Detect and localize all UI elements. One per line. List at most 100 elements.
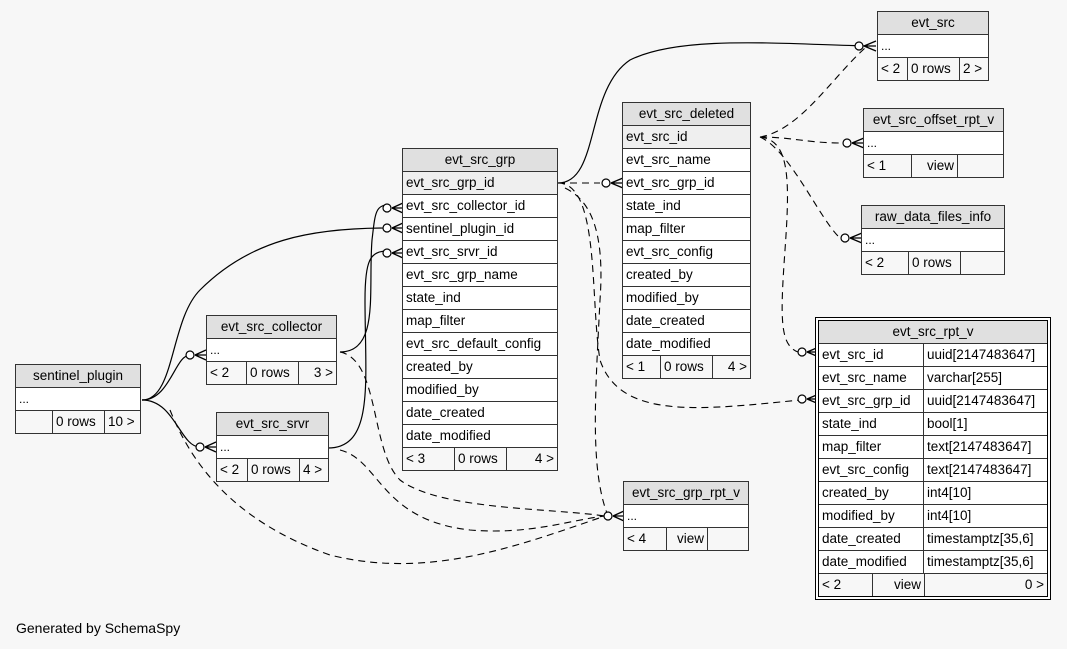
column-row: evt_src_config <box>623 241 750 264</box>
edge-plugin-to-grp-rpt-v <box>169 409 606 565</box>
column-name: evt_src_name <box>822 370 907 385</box>
crowfoot-many-icon <box>204 441 217 453</box>
column-name: created_by <box>406 359 473 374</box>
column-type: uuid[2147483647] <box>923 390 1047 412</box>
parent-count: < 2 <box>819 574 873 596</box>
crowfoot-many-icon <box>863 40 877 52</box>
table-evt-src-grp-rpt-v[interactable]: evt_src_grp_rpt_v ... < 4 view <box>623 481 749 551</box>
edge-plugin-to-grp <box>141 227 389 401</box>
column-row: evt_src_id <box>623 126 750 149</box>
crowfoot-zero-icon <box>840 233 850 243</box>
table-title[interactable]: evt_src_collector <box>207 316 336 339</box>
child-count: 4 > <box>534 451 554 466</box>
edge-collector-to-grp-rpt-v <box>339 351 606 517</box>
column-name: date_created <box>822 531 901 546</box>
table-type: view <box>873 574 925 596</box>
crowfoot-zero-icon <box>382 248 392 258</box>
column-row: created_by <box>623 264 750 287</box>
table-title[interactable]: evt_src_deleted <box>623 103 750 126</box>
column-type: uuid[2147483647] <box>923 344 1047 366</box>
crowfoot-many-icon <box>391 222 404 234</box>
table-evt-src-offset-rpt-v[interactable]: evt_src_offset_rpt_v ... < 1 view <box>863 108 1004 178</box>
crowfoot-zero-icon <box>797 347 807 357</box>
table-sentinel-plugin[interactable]: sentinel_plugin ... 0 rows 10 > <box>15 364 141 434</box>
table-title[interactable]: evt_src_srvr <box>217 413 328 436</box>
crowfoot-many-icon <box>612 510 625 522</box>
column-name: evt_src_grp_id <box>406 175 495 190</box>
crowfoot-many-icon <box>851 137 865 149</box>
columns-collapsed: ... <box>207 339 336 362</box>
edge-srvr-to-grp-rpt-v <box>339 449 606 532</box>
table-evt-src[interactable]: evt_src ... < 2 0 rows 2 > <box>877 11 989 81</box>
child-count: 10 > <box>108 414 135 429</box>
column-row: created_by <box>403 356 557 379</box>
column-row: evt_src_name varchar[255] <box>819 367 1047 390</box>
column-name: sentinel_plugin_id <box>406 221 515 236</box>
parent-count <box>16 411 53 433</box>
table-title[interactable]: sentinel_plugin <box>16 365 140 388</box>
table-raw-data-files-info[interactable]: raw_data_files_info ... < 2 0 rows <box>861 205 1005 275</box>
column-row: modified_by <box>403 379 557 402</box>
column-type: text[2147483647] <box>923 436 1047 458</box>
column-row: evt_src_grp_name <box>403 264 557 287</box>
column-row: state_ind <box>623 195 750 218</box>
column-type: bool[1] <box>923 413 1047 435</box>
column-name: modified_by <box>626 290 699 305</box>
column-row: state_ind <box>403 287 557 310</box>
table-evt-src-grp[interactable]: evt_src_grp evt_src_grp_id evt_src_colle… <box>402 148 558 471</box>
column-name: evt_src_default_config <box>406 336 542 351</box>
column-name: evt_src_grp_id <box>822 393 911 408</box>
crowfoot-many-icon <box>194 349 207 361</box>
generated-by-label: Generated by SchemaSpy <box>16 620 181 636</box>
edge-plugin-to-collector <box>141 354 191 401</box>
column-row: date_modified <box>403 425 557 448</box>
column-name: date_modified <box>406 428 491 443</box>
column-name: map_filter <box>406 313 466 328</box>
column-name: evt_src_srvr_id <box>406 244 498 259</box>
edge-collector-to-grp <box>339 204 389 353</box>
column-name: modified_by <box>406 382 479 397</box>
table-evt-src-deleted[interactable]: evt_src_deleted evt_src_id evt_src_name … <box>622 102 751 379</box>
crowfoot-many-icon <box>391 247 404 259</box>
row-count: 0 rows <box>909 252 961 274</box>
crowfoot-many-icon <box>610 177 624 189</box>
column-row: modified_by <box>623 287 750 310</box>
table-evt-src-collector[interactable]: evt_src_collector ... < 2 0 rows 3 > <box>206 315 337 385</box>
table-title[interactable]: evt_src_offset_rpt_v <box>864 109 1003 132</box>
table-title[interactable]: evt_src <box>878 12 988 35</box>
columns-collapsed: ... <box>217 436 328 459</box>
table-title[interactable]: evt_src_rpt_v <box>819 321 1047 344</box>
row-count: 0 rows <box>247 362 299 384</box>
column-name: state_ind <box>822 416 877 431</box>
column-name: modified_by <box>822 508 895 523</box>
column-row: sentinel_plugin_id <box>403 218 557 241</box>
crowfoot-zero-icon <box>603 511 613 521</box>
child-count <box>708 528 748 550</box>
table-title[interactable]: evt_src_grp_rpt_v <box>624 482 748 505</box>
column-type: text[2147483647] <box>923 459 1047 481</box>
column-row: date_created <box>403 402 557 425</box>
column-type: int4[10] <box>923 482 1047 504</box>
edge-grp-to-grp-rpt-v <box>564 187 609 517</box>
parent-count: < 1 <box>864 155 912 177</box>
columns-collapsed: ... <box>16 388 140 411</box>
parent-count: < 2 <box>862 252 909 274</box>
column-name: evt_src_config <box>626 244 714 259</box>
column-type: varchar[255] <box>923 367 1047 389</box>
parent-count: < 1 <box>623 356 661 378</box>
table-title[interactable]: raw_data_files_info <box>862 206 1004 229</box>
column-name: state_ind <box>626 198 681 213</box>
child-count: 2 > <box>963 61 983 76</box>
edge-grp-to-rpt-v <box>557 182 801 409</box>
column-row: state_ind bool[1] <box>819 413 1047 436</box>
column-name: evt_src_name <box>626 152 711 167</box>
table-title[interactable]: evt_src_grp <box>403 149 557 172</box>
table-evt-src-srvr[interactable]: evt_src_srvr ... < 2 0 rows 4 > <box>216 412 329 482</box>
table-type: view <box>667 528 708 550</box>
column-name: evt_src_id <box>626 129 688 144</box>
column-name: map_filter <box>822 439 882 454</box>
